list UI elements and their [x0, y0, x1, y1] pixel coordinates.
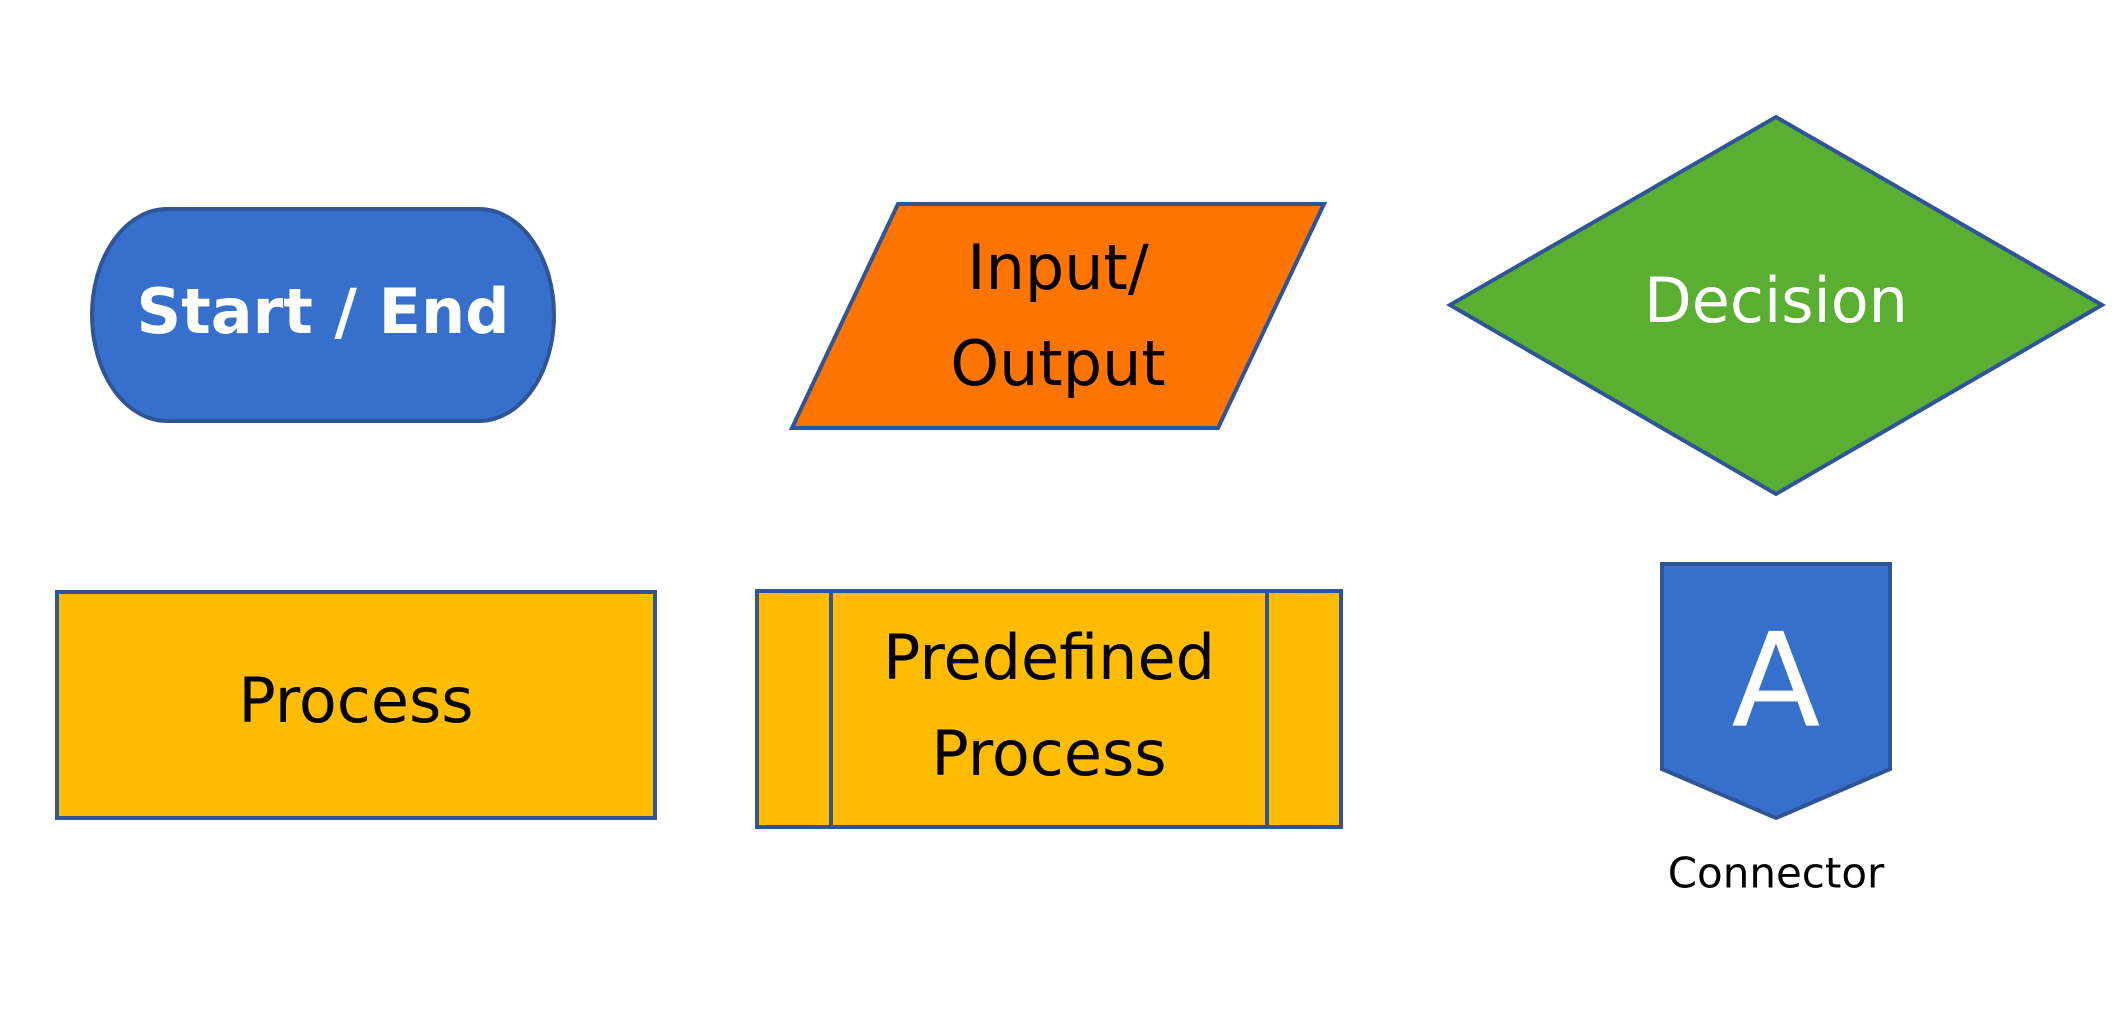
process-label: Process — [238, 664, 473, 737]
predefined-process-label-line2: Process — [931, 717, 1166, 790]
input-output-shape: Input/ Output — [788, 202, 1328, 430]
decision-shape: Decision — [1446, 114, 2106, 497]
connector-letter: A — [1732, 605, 1821, 757]
input-output-label-line1: Input/ — [967, 231, 1149, 304]
connector-caption: Connector — [1668, 849, 1885, 898]
predefined-process-shape: Predefined Process — [755, 589, 1343, 829]
decision-label: Decision — [1644, 264, 1908, 337]
start-end-shape: Start / End — [90, 207, 556, 423]
input-output-label-line2: Output — [950, 327, 1165, 400]
start-end-label: Start / End — [136, 275, 509, 348]
predefined-process-label-line1: Predefined — [883, 621, 1215, 694]
connector-shape: A — [1660, 562, 1892, 821]
process-shape: Process — [55, 590, 657, 820]
